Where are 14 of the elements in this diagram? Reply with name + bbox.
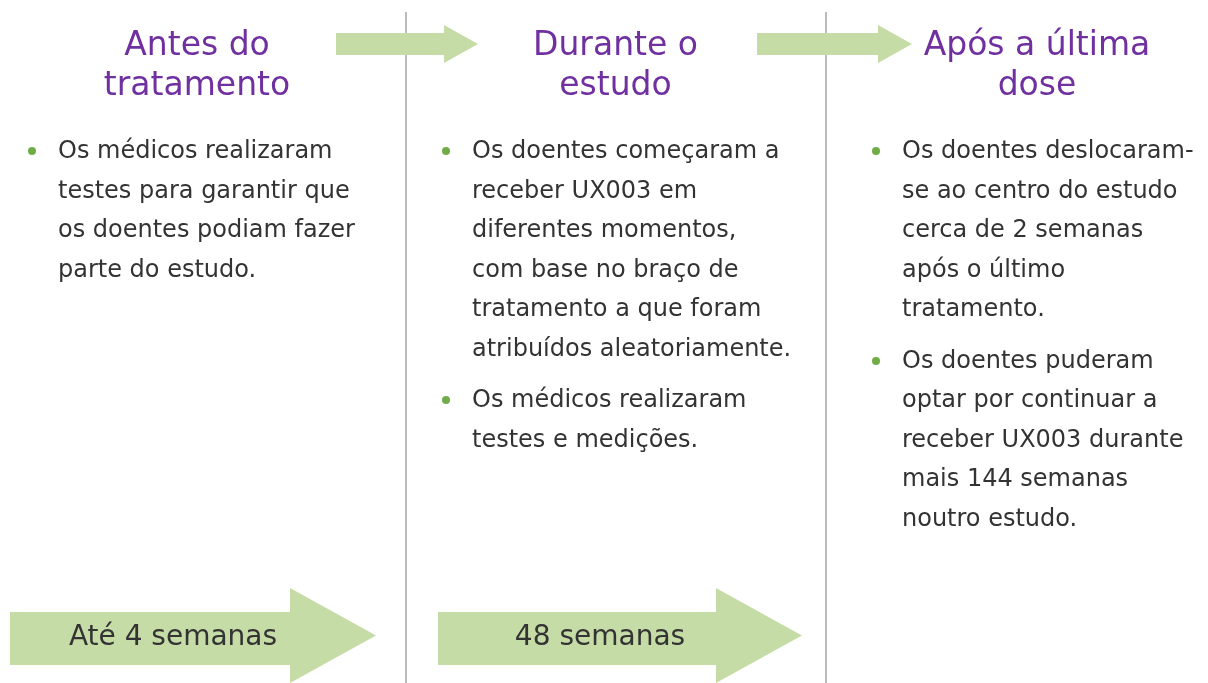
bullet-text: Os médicos realizaram testes para garantir que os doentes podiam fazer parte do estudo. (58, 136, 355, 283)
duration-text: 48 semanas (513, 618, 687, 654)
duration-arrow (438, 588, 802, 683)
duration-text: Até 4 semanas (67, 618, 279, 654)
arrow (757, 25, 912, 63)
column-heading: Durante o estudo (478, 24, 753, 104)
column-heading: Antes do tratamento (62, 24, 332, 104)
bullet-text: Os médicos realizaram testes e medições. (472, 385, 747, 453)
bullet-text: Os doentes deslocaram-se ao centro do estudo cerca de 2 semanas após o último tratamento. (902, 136, 1194, 322)
bullet-text: Os doentes começaram a receber UX003 em diferentes momentos, com base no braço de tratamento a que foram atribuídos aleatoriamente. (472, 136, 792, 362)
duration-arrow (10, 588, 376, 683)
bullet-text: Os doentes puderam optar por continuar a receber UX003 durante mais 144 semanas noutro estudo. (902, 345, 1184, 532)
arrow (336, 25, 478, 63)
column-heading: Após a última dose (912, 24, 1162, 104)
